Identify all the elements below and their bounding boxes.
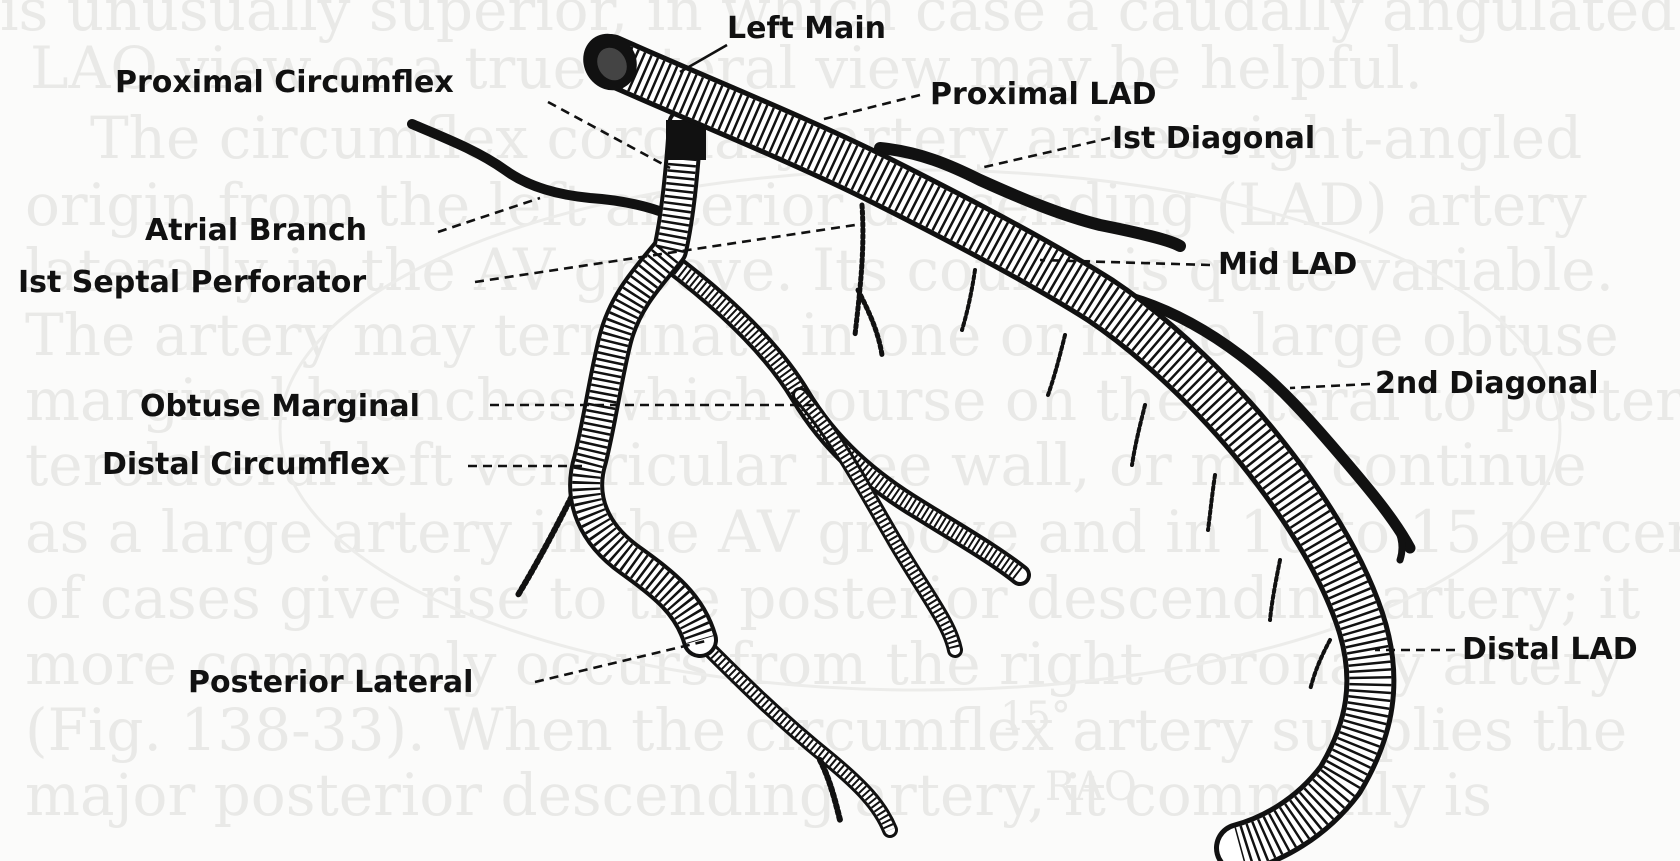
- label-left-main: Left Main: [727, 11, 886, 46]
- label-posterior-lateral: Posterior Lateral: [188, 665, 473, 700]
- label-distal-lad: Distal LAD: [1462, 632, 1638, 667]
- bg-text-line: of cases give rise to the posterior desc…: [25, 564, 1640, 632]
- bg-small-text: 15°: [1000, 694, 1071, 740]
- label-mid-lad: Mid LAD: [1218, 247, 1357, 282]
- label-obtuse-marginal: Obtuse Marginal: [140, 389, 420, 424]
- label-second-diagonal: 2nd Diagonal: [1375, 366, 1599, 401]
- bg-text-line: as a large artery in the AV groove and i…: [25, 498, 1680, 566]
- label-atrial-branch: Atrial Branch: [145, 213, 367, 248]
- label-first-septal-perforator: Ist Septal Perforator: [18, 265, 366, 300]
- label-proximal-lad: Proximal LAD: [930, 77, 1157, 112]
- bg-small-text: RAO: [1045, 764, 1137, 810]
- label-distal-circumflex: Distal Circumflex: [102, 447, 390, 482]
- label-proximal-circumflex: Proximal Circumflex: [115, 65, 454, 100]
- bg-text-line: The artery may terminate in one or more …: [25, 301, 1619, 369]
- label-first-diagonal: Ist Diagonal: [1112, 121, 1315, 156]
